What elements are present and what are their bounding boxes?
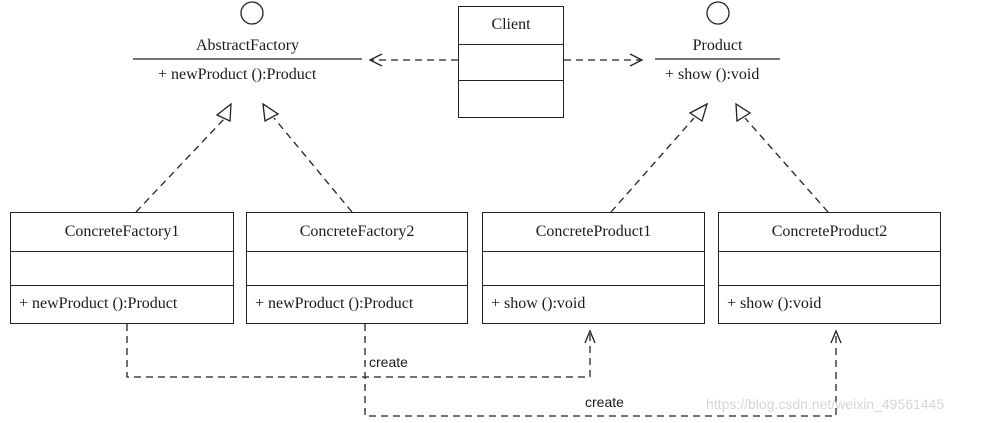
concrete-product1-box: ConcreteProduct1 + show ():void <box>482 212 705 324</box>
concrete-factory2-name: ConcreteFactory2 <box>299 223 415 240</box>
product-operation: + show ():void <box>665 66 760 83</box>
concrete-product2-divider-2 <box>719 285 940 286</box>
concrete-factory2-divider-1 <box>247 251 467 252</box>
realization-line-factory2 <box>273 117 353 213</box>
create-label-1: create <box>369 354 408 370</box>
concrete-factory1-divider-2 <box>11 285 233 286</box>
abstract-factory-name: AbstractFactory <box>195 37 300 54</box>
concrete-product2-operation: + show ():void <box>727 295 822 312</box>
arrowhead-create-1 <box>584 329 596 344</box>
concrete-product2-name: ConcreteProduct2 <box>771 223 888 240</box>
concrete-product2-box: ConcreteProduct2 + show ():void <box>718 212 941 324</box>
realization-line-product1 <box>610 117 695 213</box>
realization-triangle-product2 <box>735 102 752 123</box>
watermark-text: https://blog.csdn.net/weixin_49561445 <box>706 396 945 412</box>
realization-triangle-product1 <box>688 102 709 123</box>
create-label-2: create <box>585 394 624 410</box>
create-relation-1 <box>126 324 591 378</box>
concrete-product1-divider-2 <box>483 285 704 286</box>
create-relation-2 <box>364 324 837 417</box>
abstract-factory-interface-circle <box>240 1 264 25</box>
concrete-product1-divider-1 <box>483 251 704 252</box>
abstract-factory-operation: + newProduct ():Product <box>158 66 317 83</box>
concrete-factory1-name: ConcreteFactory1 <box>64 223 180 240</box>
arrowhead-to-product <box>629 53 644 67</box>
realization-line-factory1 <box>135 117 226 213</box>
concrete-factory1-box: ConcreteFactory1 + newProduct ():Product <box>10 212 234 324</box>
client-operations-divider <box>459 80 563 81</box>
realization-triangle-factory1 <box>215 102 232 122</box>
concrete-product1-operation: + show ():void <box>491 295 586 312</box>
arrowhead-to-factory <box>368 53 383 67</box>
concrete-factory1-operation: + newProduct ():Product <box>19 295 178 312</box>
client-class-box: Client <box>458 6 564 118</box>
concrete-product1-name: ConcreteProduct1 <box>535 223 652 240</box>
concrete-factory1-divider-1 <box>11 251 233 252</box>
product-interface-circle <box>706 1 730 25</box>
concrete-factory2-operation: + newProduct ():Product <box>255 295 414 312</box>
realization-triangle-factory2 <box>262 102 280 123</box>
client-attributes-divider <box>459 44 563 45</box>
concrete-factory2-divider-2 <box>247 285 467 286</box>
concrete-factory2-box: ConcreteFactory2 + newProduct ():Product <box>246 212 468 324</box>
client-name: Client <box>491 16 531 33</box>
realization-line-product2 <box>744 117 829 213</box>
arrowhead-create-2 <box>830 329 842 344</box>
product-name: Product <box>692 37 743 54</box>
concrete-product2-divider-1 <box>719 251 940 252</box>
